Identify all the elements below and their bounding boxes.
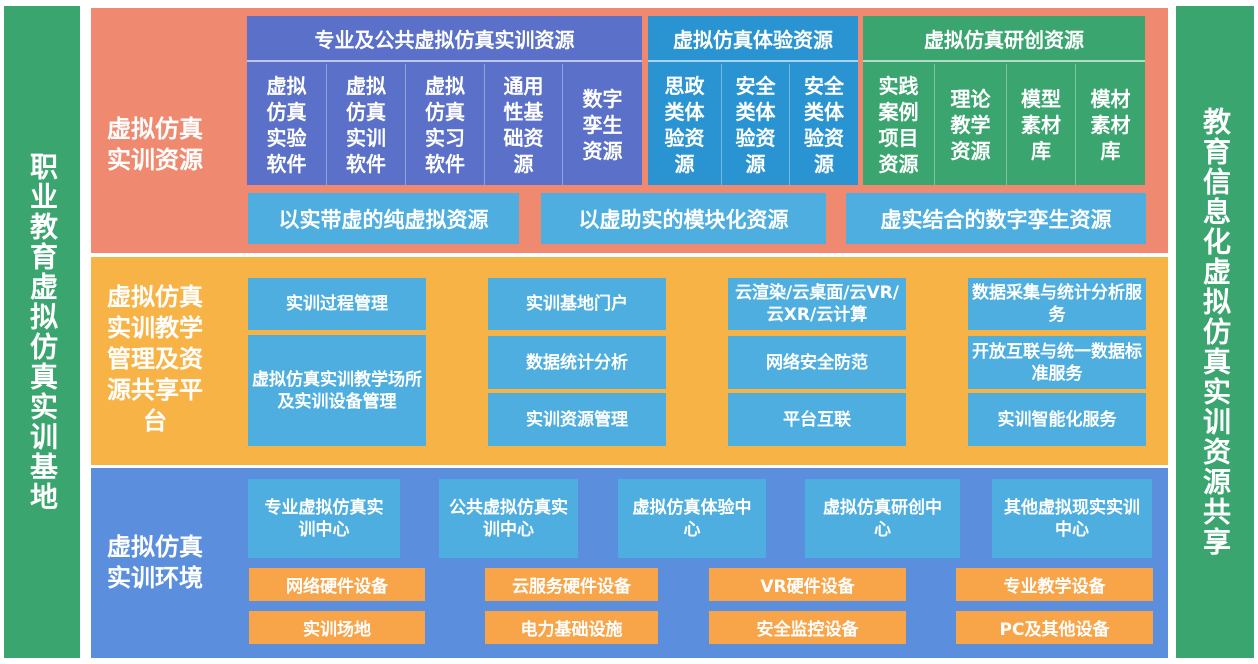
platform-box: 实训过程管理 <box>248 278 426 330</box>
group-research: 虚拟仿真研创资源 实践案例项目资源 理论教学资源 模型素材库 模材素材库 <box>863 16 1145 185</box>
left-banner: 职业教育虚拟仿真实训基地 <box>4 6 80 658</box>
platform-box: 数据统计分析 <box>488 336 666 389</box>
platform-box: 实训资源管理 <box>488 393 666 446</box>
device-item: PC及其他设备 <box>956 611 1153 644</box>
device-item: 专业教学设备 <box>956 568 1153 601</box>
resource-cell: 安全类体验资源 <box>804 73 844 176</box>
training-center: 公共虚拟仿真实训中心 <box>439 479 578 558</box>
layer-environment-label: 虚拟仿真实训环境 <box>107 533 203 592</box>
group-professional: 专业及公共虚拟仿真实训资源 虚拟仿真实验软件 虚拟仿真实训软件 虚拟仿真实习软件… <box>247 16 642 185</box>
resource-type-modular: 以虚助实的模块化资源 <box>541 193 826 244</box>
training-center: 其他虚拟现实实训中心 <box>992 479 1152 558</box>
platform-box: 虚拟仿真实训教学场所及实训设备管理 <box>248 335 426 446</box>
resource-cell: 理论教学资源 <box>935 64 1007 185</box>
training-center: 虚拟仿真体验中心 <box>618 479 766 558</box>
layer-resources-label: 虚拟仿真实训资源 <box>107 115 203 174</box>
device-item: VR硬件设备 <box>709 568 906 601</box>
resource-cell: 虚拟仿真实习软件 <box>406 64 485 185</box>
resource-cell: 虚拟仿真实训软件 <box>327 64 406 185</box>
platform-box: 数据采集与统计分析服务 <box>968 278 1146 330</box>
training-center: 专业虚拟仿真实训中心 <box>248 479 400 558</box>
resource-cell: 实践案例项目资源 <box>863 64 935 185</box>
device-item: 安全监控设备 <box>709 611 906 644</box>
resource-cell: 虚拟仿真实验软件 <box>247 64 327 185</box>
right-banner: 教育信息化虚拟仿真实训资源共享 <box>1176 6 1254 658</box>
device-item: 云服务硬件设备 <box>485 568 658 601</box>
platform-box: 云渲染/云桌面/云VR/云XR/云计算 <box>728 278 906 330</box>
group-title: 专业及公共虚拟仿真实训资源 <box>247 16 642 62</box>
device-item: 网络硬件设备 <box>249 568 425 601</box>
platform-box: 平台互联 <box>728 393 906 446</box>
group-experience: 虚拟仿真体验资源 思政类体验资源 安全类体验资源 安全类体验资源 <box>648 16 858 185</box>
training-center: 虚拟仿真研创中心 <box>805 479 960 558</box>
device-item: 实训场地 <box>249 611 425 644</box>
resource-cell: 模型素材库 <box>1007 64 1076 185</box>
group-title: 虚拟仿真研创资源 <box>863 16 1145 62</box>
resource-cell: 模材素材库 <box>1090 86 1131 163</box>
resource-cell: 数字孪生资源 <box>582 86 623 163</box>
resource-cell: 安全类体验资源 <box>722 64 790 185</box>
device-item: 电力基础设施 <box>485 611 658 644</box>
resource-type-virtual: 以实带虚的纯虚拟资源 <box>248 193 519 244</box>
resource-cell: 思政类体验资源 <box>648 64 722 185</box>
group-title: 虚拟仿真体验资源 <box>648 16 858 62</box>
platform-box: 实训智能化服务 <box>968 393 1146 446</box>
resource-type-twin: 虚实结合的数字孪生资源 <box>846 193 1146 244</box>
platform-box: 实训基地门户 <box>488 278 666 330</box>
resource-cell: 通用性基础资源 <box>485 64 563 185</box>
platform-box: 网络安全防范 <box>728 336 906 389</box>
layer-platform-label: 虚拟仿真实训教学管理及资源共享平台 <box>107 282 203 435</box>
platform-box: 开放互联与统一数据标准服务 <box>968 336 1146 389</box>
